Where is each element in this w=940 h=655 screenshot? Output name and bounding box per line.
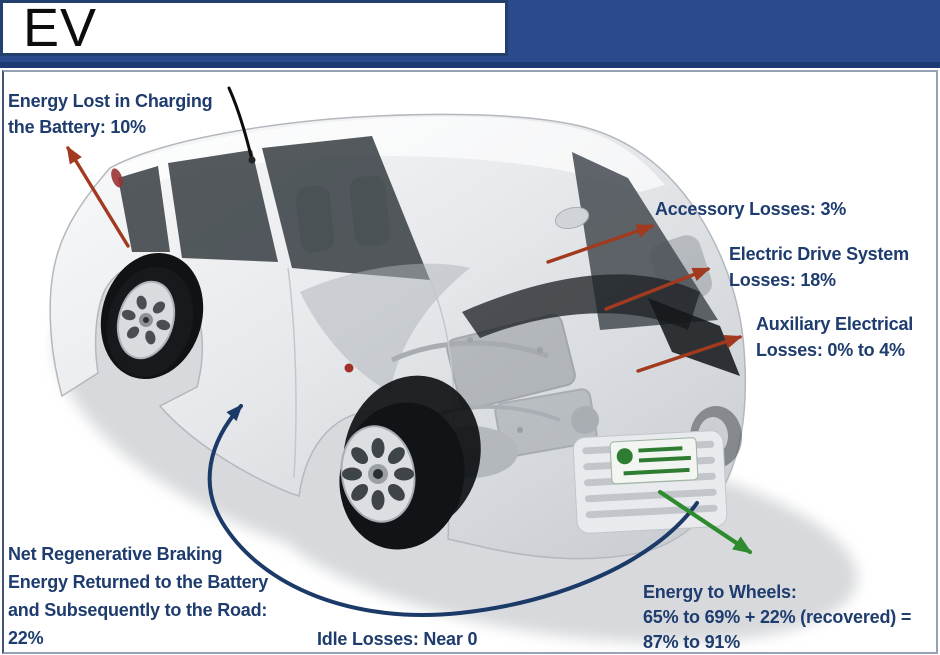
engine-bay-components — [300, 263, 599, 478]
license-plate-logo — [609, 437, 699, 485]
charging-loss-arrow — [66, 145, 130, 248]
label-line: Losses: 0% to 4% — [756, 340, 905, 360]
accessory-loss-arrow — [546, 224, 655, 264]
label-line: Energy Returned to the Battery — [8, 572, 269, 592]
label-line: Electric Drive System — [729, 244, 909, 264]
label-line: Accessory Losses: 3% — [655, 199, 847, 219]
tail-light — [111, 168, 123, 188]
label-line: Idle Losses: Near 0 — [317, 629, 478, 649]
front-grille — [572, 430, 728, 534]
rear-door-window — [168, 150, 278, 262]
rear-wheel — [100, 252, 204, 380]
electric-drive-loss-arrow — [604, 267, 711, 311]
label-accessory-loss: Accessory Losses: 3% — [655, 196, 846, 222]
headlight — [648, 298, 740, 376]
label-charging-loss: Energy Lost in Charging the Battery: 10% — [8, 88, 213, 140]
label-energy-to-wheels: Energy to Wheels: 65% to 69% + 22% (reco… — [643, 580, 911, 655]
label-line: 87% to 91% — [643, 632, 741, 652]
front-wheel — [339, 375, 481, 550]
slide-title: EV — [23, 0, 98, 58]
label-line: and Subsequently to the Road: — [8, 600, 268, 620]
label-line: Net Regenerative Braking — [8, 544, 223, 564]
label-line: the Battery: 10% — [8, 117, 146, 137]
regen-arc-arrow — [207, 404, 699, 617]
label-electric-drive-loss: Electric Drive System Losses: 18% — [729, 241, 909, 293]
side-mirror — [554, 206, 590, 230]
auxiliary-loss-arrow — [636, 335, 743, 373]
side-marker-light — [344, 363, 354, 373]
label-line: 22% — [8, 628, 44, 648]
car-roof-highlight — [112, 116, 665, 192]
rear-quarter-window — [118, 166, 170, 252]
wiper-cowl — [462, 274, 700, 338]
energy-to-wheels-arrow — [657, 489, 753, 555]
label-auxiliary-loss: Auxiliary Electrical Losses: 0% to 4% — [756, 311, 913, 363]
label-regen-braking: Net Regenerative Braking Energy Returned… — [8, 540, 268, 652]
slide-title-box: EV — [0, 0, 508, 56]
antenna — [227, 86, 256, 164]
label-line: Energy Lost in Charging — [8, 91, 213, 111]
label-line: Losses: 18% — [729, 270, 836, 290]
label-line: Energy to Wheels: — [643, 582, 797, 602]
label-line: Auxiliary Electrical — [756, 314, 914, 334]
label-line: 65% to 69% + 22% (recovered) = — [643, 607, 912, 627]
front-door-window — [262, 136, 430, 280]
label-idle-loss: Idle Losses: Near 0 — [317, 626, 477, 652]
